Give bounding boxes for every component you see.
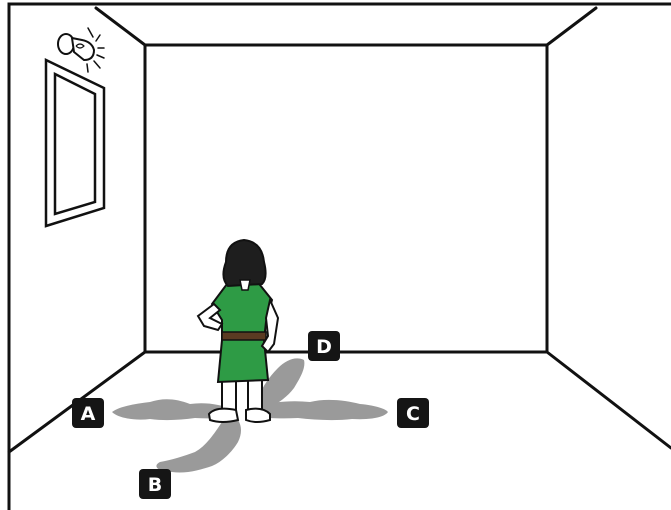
label-c: C	[397, 398, 429, 428]
room-walls	[9, 4, 671, 510]
label-b: B	[139, 469, 171, 499]
floor-edge-right	[547, 352, 671, 448]
light-bulb-icon	[58, 28, 104, 72]
green-dress	[212, 280, 272, 382]
label-d: D	[308, 331, 340, 361]
ceiling-edge-left	[96, 8, 145, 45]
hair	[223, 240, 265, 286]
label-c-text: C	[406, 403, 420, 425]
back-wall	[145, 45, 547, 352]
label-a: A	[72, 398, 104, 428]
label-a-text: A	[81, 403, 96, 425]
label-d-text: D	[316, 336, 332, 358]
shadow-toward-b	[156, 420, 241, 473]
wall-window	[46, 60, 104, 226]
ceiling-edge-right	[547, 8, 596, 45]
label-b-text: B	[148, 474, 162, 496]
